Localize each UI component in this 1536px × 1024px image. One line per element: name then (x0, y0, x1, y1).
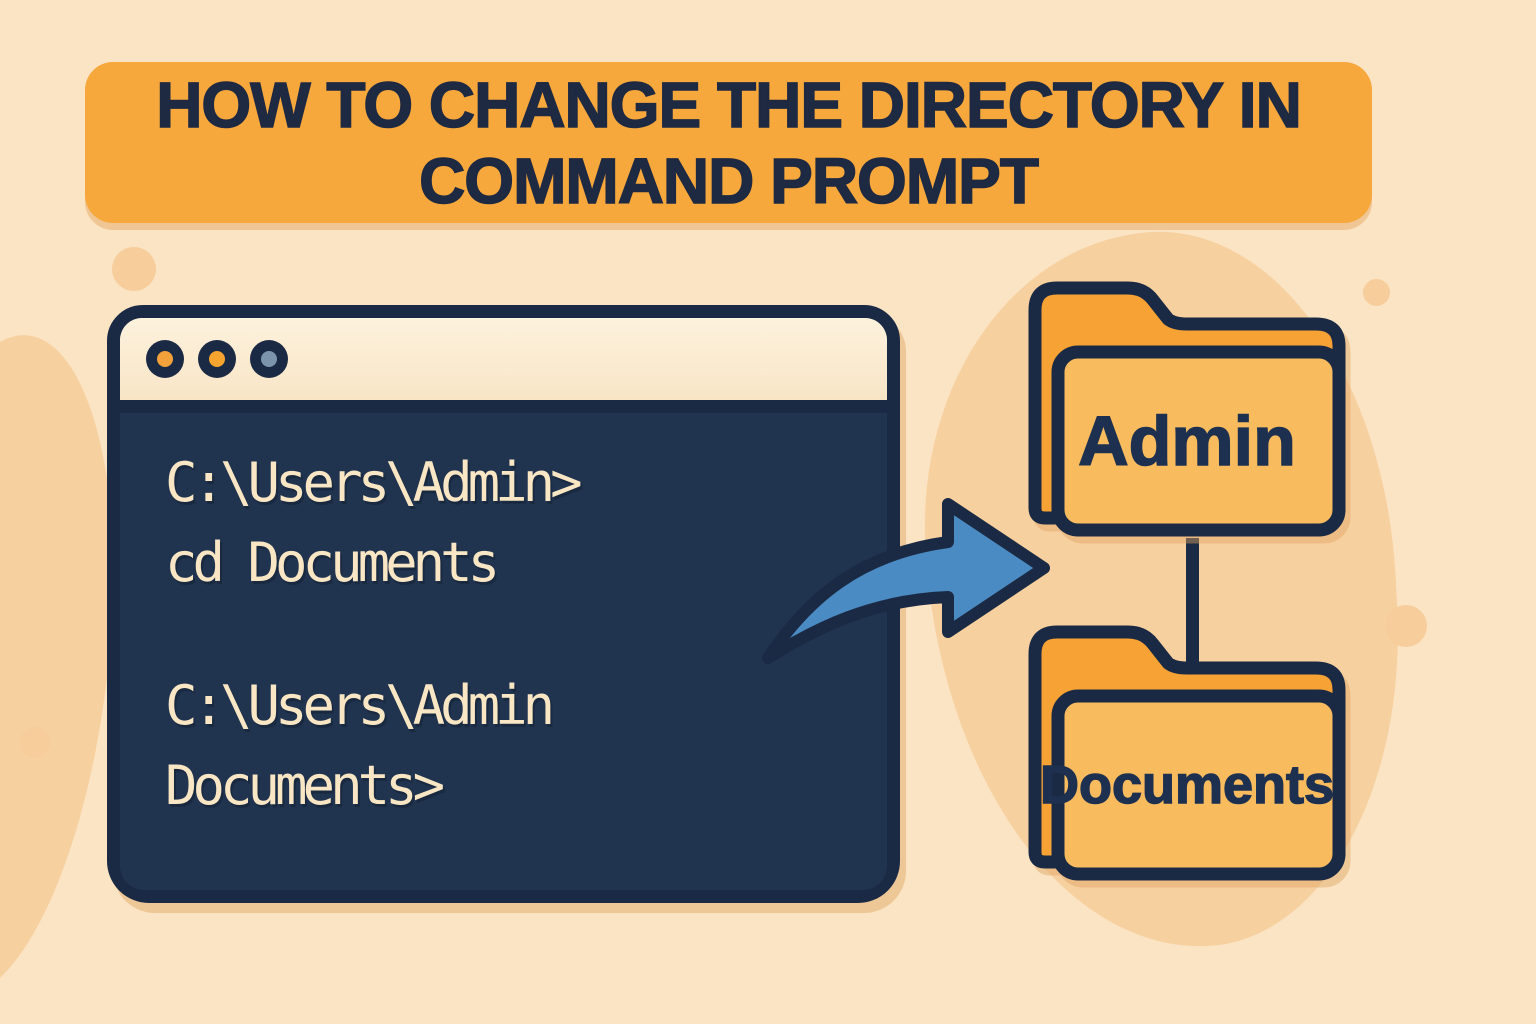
terminal-result-block: C:\Users\Admin Documents> (165, 666, 887, 826)
background-dot (20, 727, 51, 758)
documents-folder-icon (1028, 625, 1346, 881)
terminal-command-block: C:\Users\Admin> cd Documents (165, 443, 887, 603)
terminal-body: C:\Users\Admin> cd Documents C:\Users\Ad… (120, 413, 887, 890)
terminal-prompt-line: C:\Users\Admin> (165, 451, 583, 514)
arrow-shape (762, 498, 1050, 664)
command-prompt-window: C:\Users\Admin> cd Documents C:\Users\Ad… (107, 305, 900, 903)
terminal-command-line: cd Documents (165, 531, 500, 594)
background-dot (1385, 605, 1427, 647)
admin-folder-icon (1028, 281, 1346, 537)
terminal-result-line-2: Documents> (165, 754, 445, 817)
terminal-result-line-1: C:\Users\Admin (165, 674, 555, 737)
arrow-right-icon (762, 498, 1050, 664)
title-line-2: COMMAND PROMPT (418, 144, 1039, 218)
admin-folder-label: Admin (1077, 401, 1296, 481)
documents-folder-label: Documents (1039, 754, 1335, 816)
title-line-1: HOW TO CHANGE THE DIRECTORY IN (155, 68, 1302, 142)
background-dot (112, 247, 156, 291)
window-dot-orange-2-icon (198, 340, 236, 378)
folder-front-panel (1051, 689, 1346, 881)
background-dot (1363, 279, 1390, 306)
folder-connector-line (1186, 538, 1199, 670)
window-dot-orange-1-icon (146, 340, 184, 378)
title-banner: HOW TO CHANGE THE DIRECTORY IN COMMAND P… (85, 62, 1372, 223)
folder-front-panel (1051, 345, 1346, 537)
window-dot-blue-3-icon (250, 340, 288, 378)
window-title-bar (120, 318, 887, 413)
